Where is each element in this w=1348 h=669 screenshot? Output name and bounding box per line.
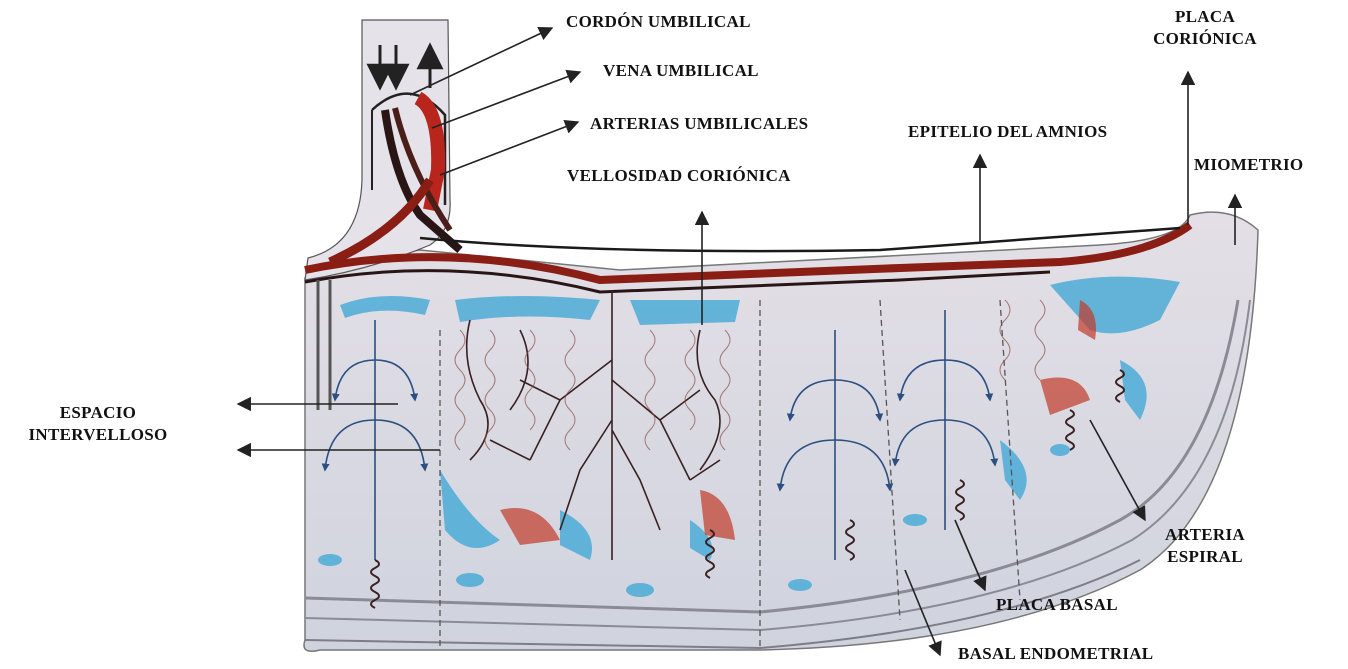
label-arteria-espiral-line2: ESPIRAL — [1140, 546, 1270, 568]
label-espacio-line2: INTERVELLOSO — [0, 424, 196, 446]
label-cordon-umbilical: CORDÓN UMBILICAL — [566, 11, 751, 33]
label-placa-corionica-line2: CORIÓNICA — [1140, 28, 1270, 50]
label-vena-umbilical: VENA UMBILICAL — [603, 60, 759, 82]
arrow-vena-umbilical — [432, 72, 580, 128]
label-epitelio-amnios: EPITELIO DEL AMNIOS — [908, 121, 1107, 143]
label-vellosidad-corionica: VELLOSIDAD CORIÓNICA — [567, 165, 791, 187]
label-espacio-line1: ESPACIO — [0, 402, 196, 424]
label-placa-corionica-line1: PLACA — [1140, 6, 1270, 28]
arrow-arterias-umbilicales — [440, 122, 578, 175]
label-arterias-umbilicales: ARTERIAS UMBILICALES — [590, 113, 808, 135]
label-basal-endometrial: BASAL ENDOMETRIAL — [958, 643, 1153, 665]
label-arteria-espiral: ARTERIA ESPIRAL — [1140, 524, 1270, 568]
label-miometrio: MIOMETRIO — [1194, 154, 1303, 176]
umbilical-cord — [305, 20, 460, 280]
label-placa-corionica: PLACA CORIÓNICA — [1140, 6, 1270, 50]
label-arteria-espiral-line1: ARTERIA — [1140, 524, 1270, 546]
label-placa-basal: PLACA BASAL — [996, 594, 1118, 616]
label-espacio-intervelloso: ESPACIO INTERVELLOSO — [0, 402, 196, 446]
